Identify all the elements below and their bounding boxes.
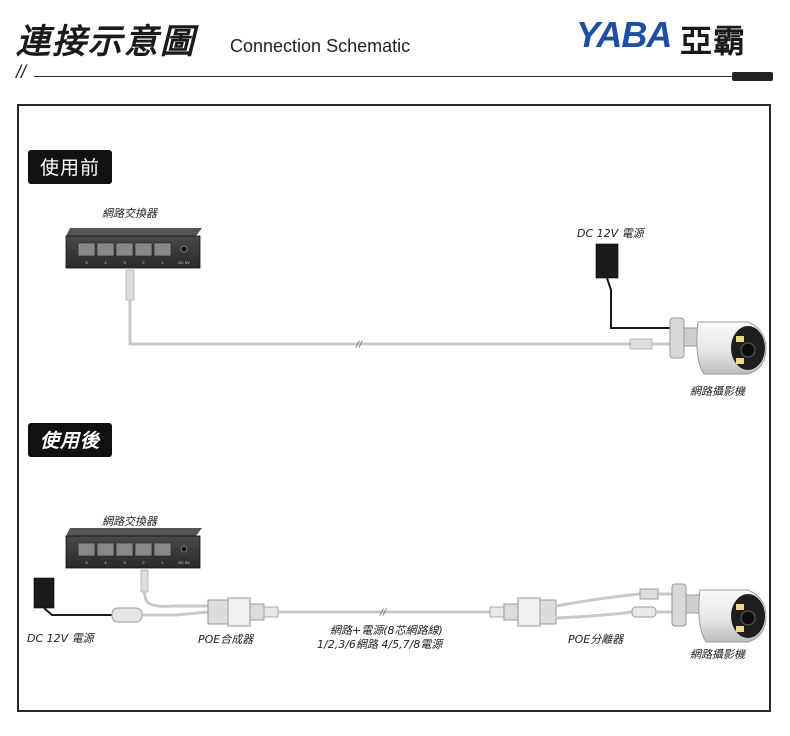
diagram-frame <box>17 104 771 712</box>
network-switch-after: 5 4 3 2 1 DC 5V <box>65 528 202 569</box>
section-label-before: 使用前 <box>28 150 113 184</box>
ip-camera-after <box>671 583 767 643</box>
caption-cable-line1: 網路+電源(8芯網路線) <box>330 624 443 637</box>
page-subtitle: Connection Schematic <box>230 36 411 56</box>
brand-name: 亞霸 <box>680 22 747 60</box>
caption-camera-before: 網路攝影機 <box>690 385 745 398</box>
switch-dc-label: DC 5V <box>178 260 190 265</box>
power-adapter-before <box>595 243 672 329</box>
brand-logo: YABA <box>576 14 672 55</box>
ip-camera-before <box>669 317 767 375</box>
switch-dc-label: DC 5V <box>178 560 190 565</box>
svg-text://: // <box>355 340 363 350</box>
switch-port-number: 4 <box>104 560 107 565</box>
ethernet-cable-before: // <box>125 269 672 350</box>
caption-switch-after: 網路交換器 <box>102 515 157 528</box>
caption-switch-before: 網路交換器 <box>102 207 157 220</box>
switch-port-number: 3 <box>123 260 126 265</box>
switch-port-number: 4 <box>104 260 107 265</box>
header-accent-bar <box>732 72 773 81</box>
caption-poe-splitter: POE分離器 <box>568 633 624 646</box>
caption-power-before: DC 12V 電源 <box>577 227 644 240</box>
switch-port-number: 5 <box>85 260 88 265</box>
caption-cable-line2: 1/2,3/6網路 4/5,7/8電源 <box>317 638 443 651</box>
caption-camera-after: 網路攝影機 <box>690 648 745 661</box>
network-switch-before: 5 4 3 2 1 DC 5V <box>65 228 202 269</box>
poe-combiner <box>111 597 279 627</box>
caption-poe-combiner: POE合成器 <box>198 633 254 646</box>
svg-text://: // <box>379 608 387 618</box>
section-label-after: 使用後 <box>28 423 113 457</box>
page-title: 連接示意圖 <box>16 22 196 62</box>
switch-port-number: 5 <box>85 560 88 565</box>
poe-main-cable: // <box>278 608 490 618</box>
switch-port-number: 2 <box>142 260 145 265</box>
switch-port-number: 1 <box>161 260 164 265</box>
caption-power-after: DC 12V 電源 <box>27 632 94 645</box>
switch-port-number: 1 <box>161 560 164 565</box>
power-adapter-after <box>33 577 112 616</box>
switch-port-number: 3 <box>123 560 126 565</box>
ethernet-cable-switch-to-combiner <box>140 569 214 608</box>
header-rule <box>34 76 734 77</box>
switch-port-number: 2 <box>142 560 145 565</box>
poe-splitter <box>489 588 676 627</box>
header-slash: // <box>16 62 27 82</box>
